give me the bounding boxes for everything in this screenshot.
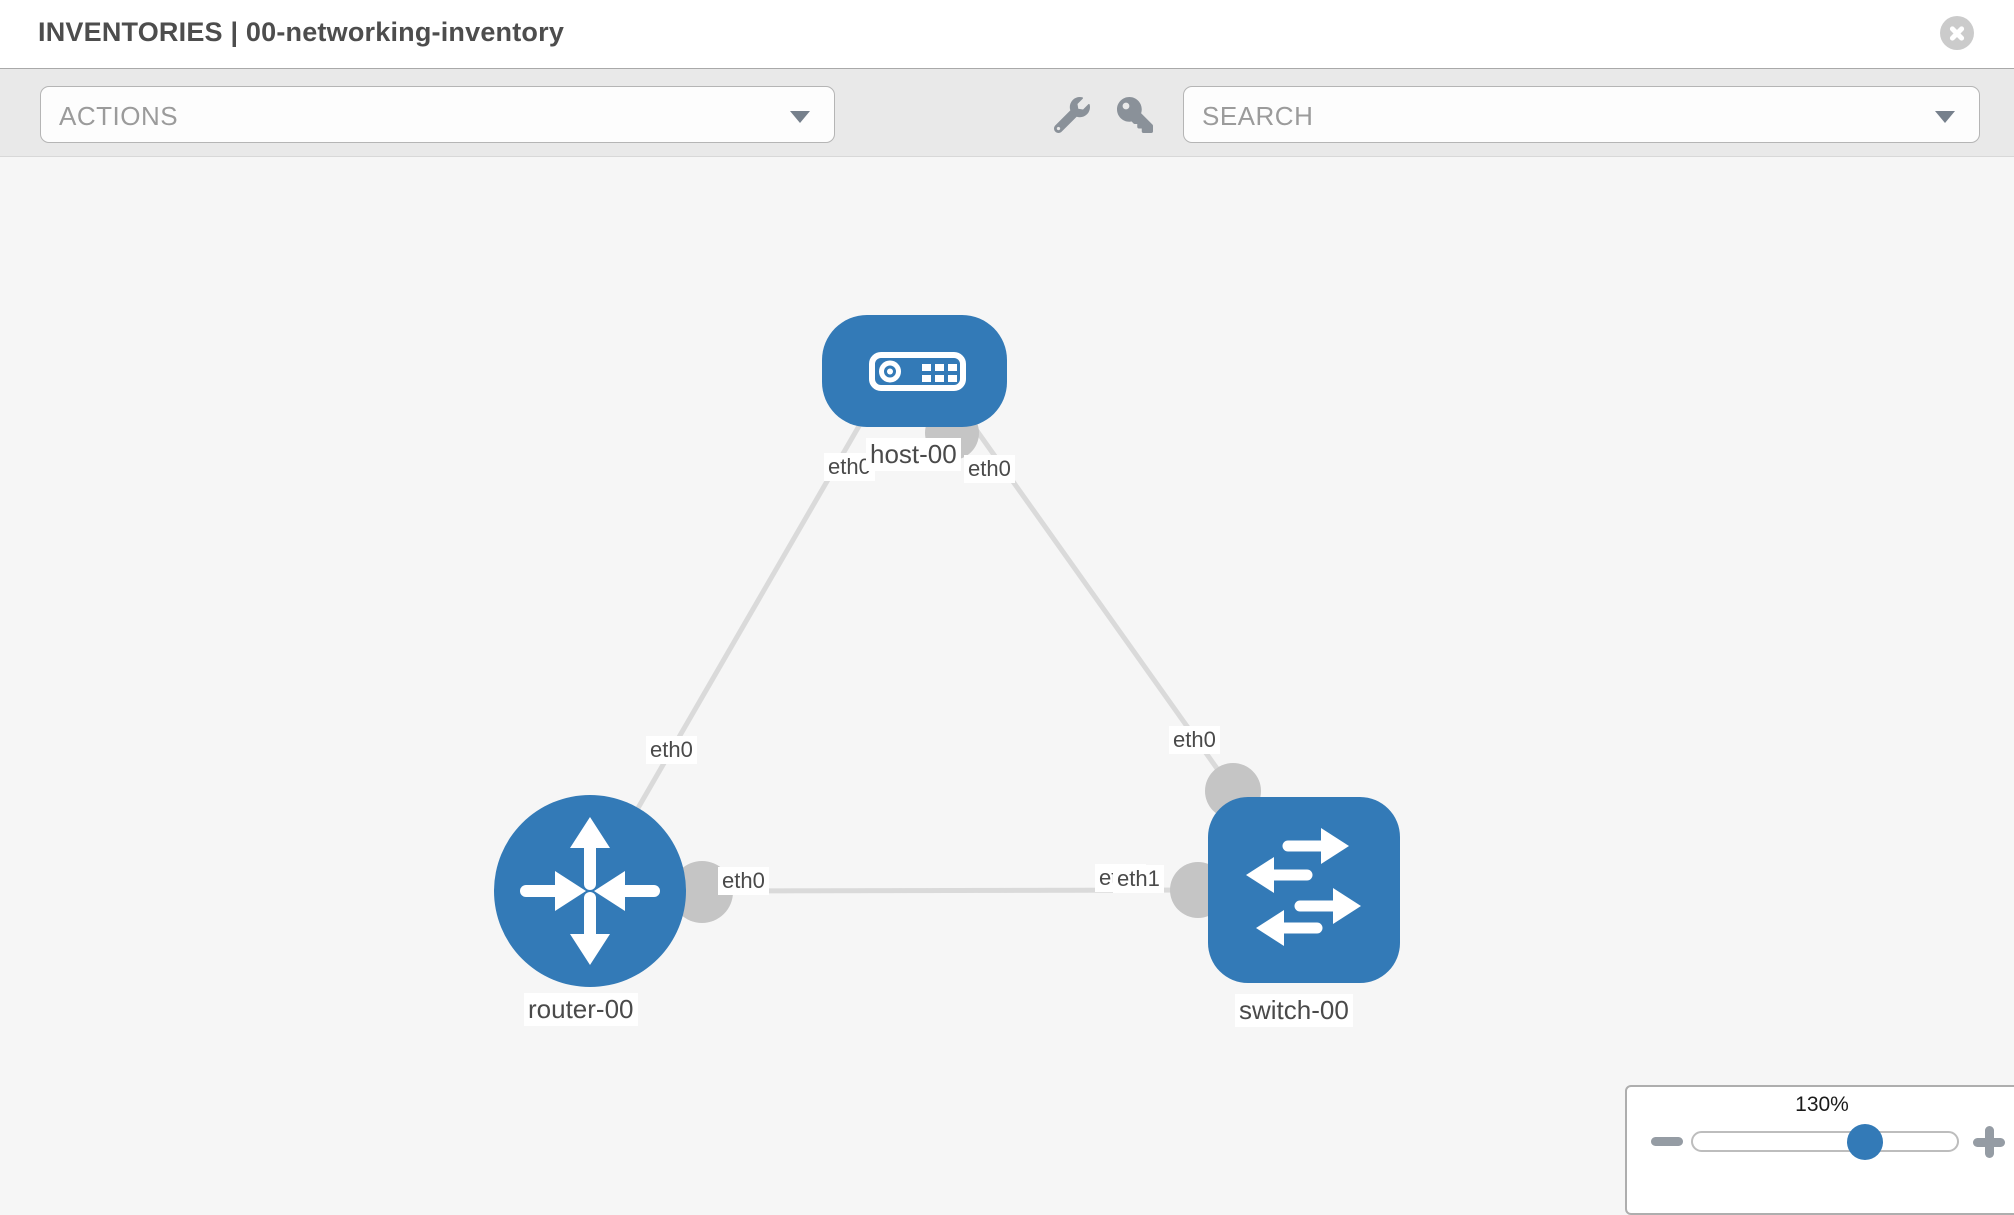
switch-icon — [1246, 828, 1361, 946]
actions-dropdown[interactable]: ACTIONS — [40, 86, 835, 143]
zoom-control-panel: 130% — [1625, 1085, 2014, 1215]
zoom-slider-thumb[interactable] — [1847, 1124, 1883, 1160]
node-router-00[interactable] — [494, 795, 686, 987]
search-dropdown[interactable]: SEARCH — [1183, 86, 1980, 143]
key-icon — [1117, 97, 1153, 133]
interface-label: eth1 — [1113, 865, 1164, 894]
interface-label: eth0 — [964, 455, 1015, 484]
toolbar: ACTIONS SEARCH — [0, 68, 2014, 157]
interface-label: eth0 — [718, 867, 769, 896]
node-label-switch: switch-00 — [1235, 994, 1353, 1027]
close-icon[interactable] — [1940, 16, 1974, 50]
node-label-host: host-00 — [866, 438, 961, 471]
port-router-right[interactable] — [671, 861, 733, 923]
node-label-router: router-00 — [524, 993, 638, 1026]
plus-icon — [1984, 1126, 1994, 1158]
search-dropdown-label: SEARCH — [1202, 101, 1314, 131]
topology-svg — [494, 315, 1400, 987]
interface-label: eth0 — [646, 736, 697, 765]
node-switch-00[interactable] — [1208, 797, 1400, 983]
topology-canvas[interactable]: eth0 host-00 eth0 eth0 eth0 eth0 eth0 et… — [0, 157, 2014, 1200]
zoom-slider-track[interactable] — [1691, 1131, 1959, 1152]
page-title: INVENTORIES | 00-networking-inventory — [38, 17, 565, 47]
actions-dropdown-label: ACTIONS — [59, 101, 179, 131]
zoom-out-button[interactable] — [1651, 1137, 1683, 1146]
configure-button[interactable] — [1050, 93, 1094, 137]
chevron-down-icon — [1935, 111, 1955, 123]
interface-label: eth0 — [1169, 726, 1220, 755]
credentials-button[interactable] — [1113, 93, 1157, 137]
router-icon — [520, 817, 660, 965]
node-host-00[interactable] — [822, 315, 1007, 427]
host-icon — [869, 352, 966, 391]
zoom-in-button[interactable] — [1972, 1125, 2006, 1159]
modal-header: INVENTORIES | 00-networking-inventory — [0, 0, 2014, 68]
chevron-down-icon — [790, 111, 810, 123]
interface-label: eth0 — [824, 453, 875, 482]
wrench-icon — [1054, 97, 1090, 133]
zoom-level-value: 130% — [1795, 1093, 1849, 1116]
